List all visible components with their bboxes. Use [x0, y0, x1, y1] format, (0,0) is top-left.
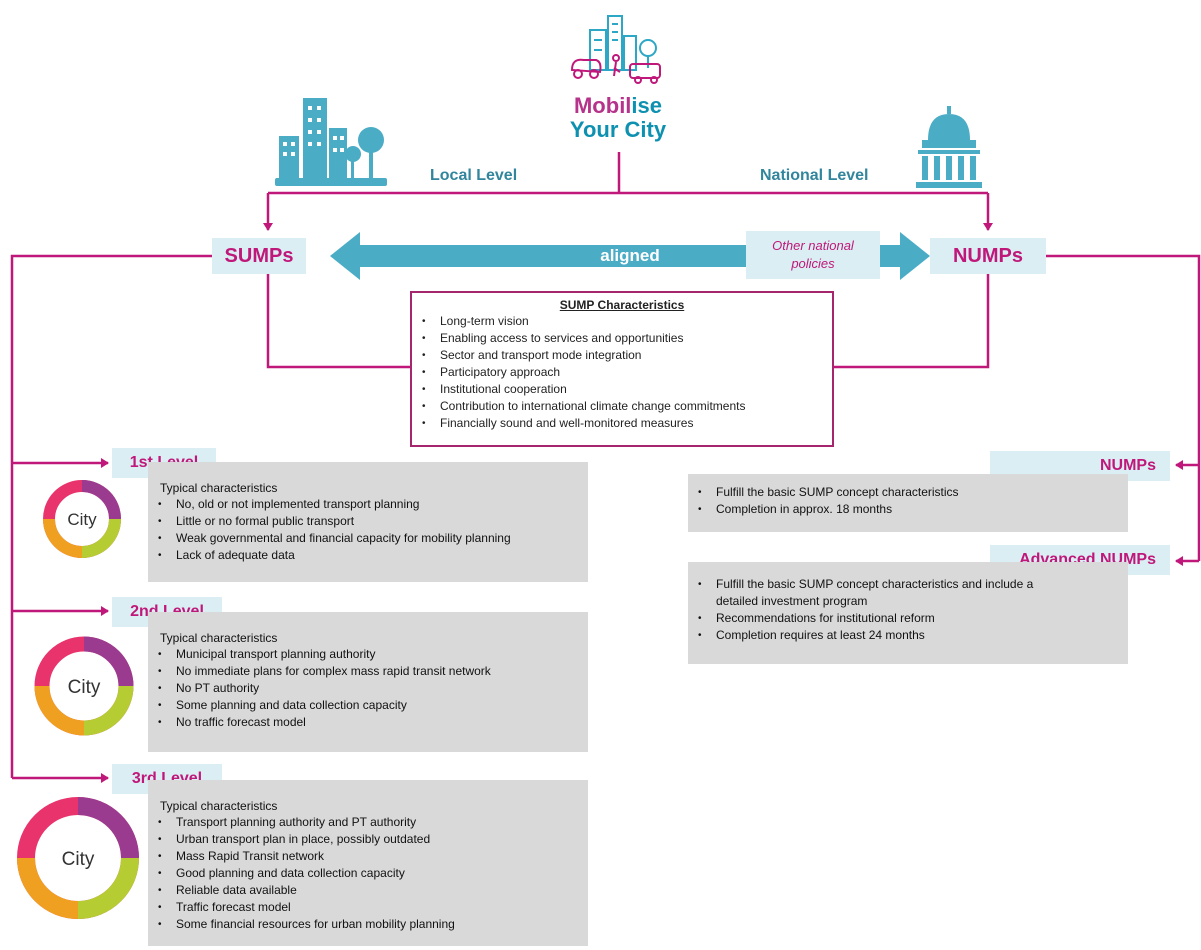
- list-item: Good planning and data collection capaci…: [148, 865, 588, 882]
- list-item: Long-term vision: [412, 313, 832, 330]
- level-3-characteristics-box: Typical characteristics Transport planni…: [148, 780, 588, 946]
- mobilise-city-logo-icon: [570, 15, 661, 84]
- level-1-characteristics-box: Typical characteristics No, old or not i…: [148, 462, 588, 582]
- level-3-heading: Typical characteristics: [160, 799, 278, 813]
- list-item: No immediate plans for complex mass rapi…: [148, 663, 588, 680]
- list-item: Reliable data available: [148, 882, 588, 899]
- sump-characteristics-box: SUMP Characteristics Long-term vision En…: [410, 291, 834, 447]
- list-item: No PT authority: [148, 680, 588, 697]
- logo-word-mobil: Mobil: [573, 93, 632, 118]
- list-item: Traffic forecast model: [148, 899, 588, 916]
- sump-characteristics-list: Long-term vision Enabling access to serv…: [412, 313, 832, 432]
- list-item: Institutional cooperation: [412, 381, 832, 398]
- list-item: Some planning and data collection capaci…: [148, 697, 588, 714]
- capitol-building-icon: [916, 106, 982, 188]
- list-item: Contribution to international climate ch…: [412, 398, 832, 415]
- city-ring-icon-level-1: City: [43, 480, 121, 558]
- aligned-label: aligned: [600, 246, 660, 265]
- list-item: Transport planning authority and PT auth…: [148, 814, 588, 831]
- sumps-tag: SUMPs: [212, 238, 306, 274]
- city-label: City: [67, 510, 97, 529]
- national-level-label: National Level: [760, 167, 869, 184]
- list-item: Completion requires at least 24 months: [688, 627, 1128, 644]
- numps-tag: NUMPs: [930, 238, 1046, 274]
- logo-word-ise: ise: [631, 93, 663, 118]
- city-ring-icon-level-2: City: [34, 636, 134, 736]
- other-national-policies-box: Other national policies: [746, 231, 880, 279]
- level-2-characteristics-box: Typical characteristics Municipal transp…: [148, 612, 588, 752]
- list-item: Enabling access to services and opportun…: [412, 330, 832, 347]
- city-label: City: [62, 849, 95, 870]
- list-item: Lack of adequate data: [148, 547, 588, 564]
- list-item: Some financial resources for urban mobil…: [148, 916, 588, 933]
- list-item: Little or no formal public transport: [148, 513, 588, 530]
- list-item: Financially sound and well-monitored mea…: [412, 415, 832, 432]
- list-item: No, old or not implemented transport pla…: [148, 496, 588, 513]
- level-1-heading: Typical characteristics: [160, 481, 278, 495]
- level-2-heading: Typical characteristics: [160, 631, 278, 645]
- list-item: Recommendations for institutional reform: [688, 610, 1128, 627]
- list-item: No traffic forecast model: [148, 714, 588, 731]
- list-item: Weak governmental and financial capacity…: [148, 530, 588, 547]
- local-level-label: Local Level: [430, 167, 518, 184]
- list-item: Municipal transport planning authority: [148, 646, 588, 663]
- city-buildings-icon: [275, 98, 387, 186]
- city-label: City: [68, 677, 101, 698]
- logo-word-your-city: Your City: [569, 117, 667, 142]
- list-item: Participatory approach: [412, 364, 832, 381]
- list-item: Urban transport plan in place, possibly …: [148, 831, 588, 848]
- logo-wordmark: Mobilise Your City: [548, 94, 688, 142]
- city-ring-icon-level-3: City: [17, 797, 139, 919]
- list-item: Mass Rapid Transit network: [148, 848, 588, 865]
- sump-characteristics-title: SUMP Characteristics: [559, 298, 685, 312]
- list-item: Fulfill the basic SUMP concept character…: [688, 576, 1076, 610]
- list-item: Completion in approx. 18 months: [688, 501, 1128, 518]
- numps-characteristics-box: Fulfill the basic SUMP concept character…: [688, 474, 1128, 532]
- list-item: Fulfill the basic SUMP concept character…: [688, 484, 1128, 501]
- list-item: Sector and transport mode integration: [412, 347, 832, 364]
- advanced-numps-characteristics-box: Fulfill the basic SUMP concept character…: [688, 562, 1128, 664]
- other-national-policies-label: Other national policies: [772, 238, 854, 271]
